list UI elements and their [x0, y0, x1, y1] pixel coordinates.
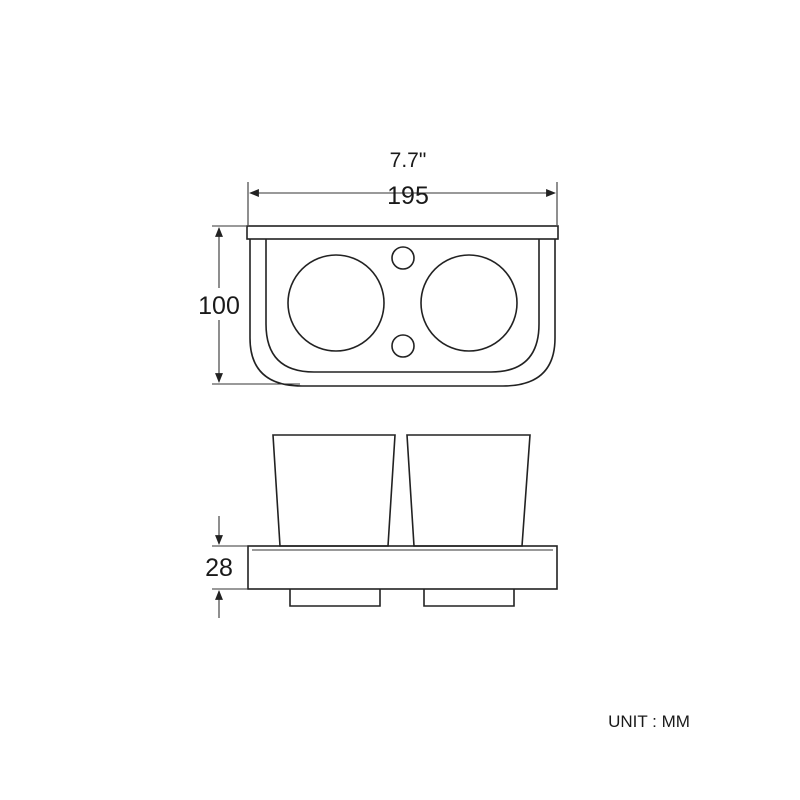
height-dimension: 100 [194, 225, 300, 385]
depth-dimension: 28 [197, 516, 248, 618]
unit-label: UNIT : MM [608, 712, 690, 731]
height-mm-label: 100 [198, 292, 240, 320]
depth-mm-label: 28 [205, 554, 233, 582]
holder-inner-contour [265, 239, 540, 373]
screw-hole-top [391, 246, 415, 270]
screw-hole-bottom [391, 334, 415, 358]
cup-right [406, 434, 531, 547]
top-view-holder [246, 225, 559, 387]
width-inch-label: 7.7" [390, 149, 427, 172]
cup-base-right [423, 589, 515, 607]
mounting-plate [246, 225, 559, 240]
holder-bar [247, 545, 558, 590]
cup-hole-right [420, 254, 518, 352]
cup-left [272, 434, 396, 547]
cup-hole-left [287, 254, 385, 352]
front-view [247, 434, 558, 607]
width-mm-label: 195 [387, 182, 429, 210]
depth-label-bg [197, 552, 241, 582]
height-label-bg [194, 288, 244, 320]
width-dimension: 7.7" 195 [247, 149, 558, 225]
holder-outer-contour [249, 239, 556, 387]
cup-base-left [289, 589, 381, 607]
